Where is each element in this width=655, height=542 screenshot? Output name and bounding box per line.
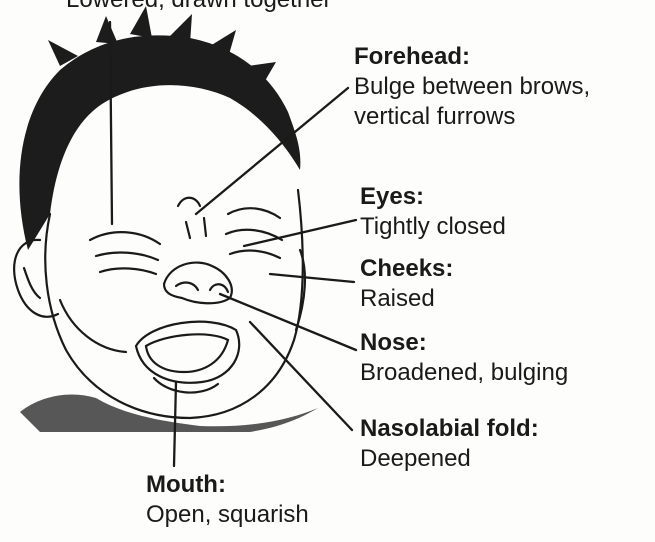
leader-line-brows [108,20,114,226]
label-cheeks: Cheeks: Raised [360,254,453,314]
label-mouth-heading: Mouth: [146,471,226,498]
label-nasolabial: Nasolabial fold: Deepened [360,414,539,474]
label-cheeks-heading: Cheeks: [360,255,454,282]
label-nasolabial-line-1: Deepened [360,445,471,472]
label-nose-heading: Nose: [360,329,427,356]
label-nose-line-1: Broadened, bulging [360,359,569,386]
shoulder-illustration [20,394,318,432]
hair-illustration [19,6,301,250]
label-cheeks-line-1: Raised [360,285,435,312]
label-nasolabial-heading: Nasolabial fold: [360,415,539,442]
face-illustration [13,188,307,420]
label-forehead-heading: Forehead: [354,43,471,70]
leader-line-nasolabial [248,320,354,432]
label-forehead-line-2: vertical furrows [354,103,516,130]
label-eyes: Eyes: Tightly closed [360,182,506,242]
label-forehead: Forehead: Bulge between brows, vertical … [354,42,590,132]
label-mouth: Mouth: Open, squarish [146,470,309,530]
leader-lines [108,20,358,468]
label-eyes-line-1: Tightly closed [360,213,506,240]
label-nose: Nose: Broadened, bulging [360,328,568,388]
leader-line-eyes [242,218,358,248]
leader-line-mouth [172,380,178,468]
leader-line-forehead [194,86,350,216]
label-forehead-line-1: Bulge between brows, [354,73,591,100]
label-eyes-heading: Eyes: [360,183,425,210]
leader-line-nose [218,292,358,352]
leader-line-cheeks [268,272,356,284]
label-mouth-line-1: Open, squarish [146,501,309,528]
label-brows-partial: Lowered, drawn together [66,0,332,15]
ear-illustration [13,238,60,318]
